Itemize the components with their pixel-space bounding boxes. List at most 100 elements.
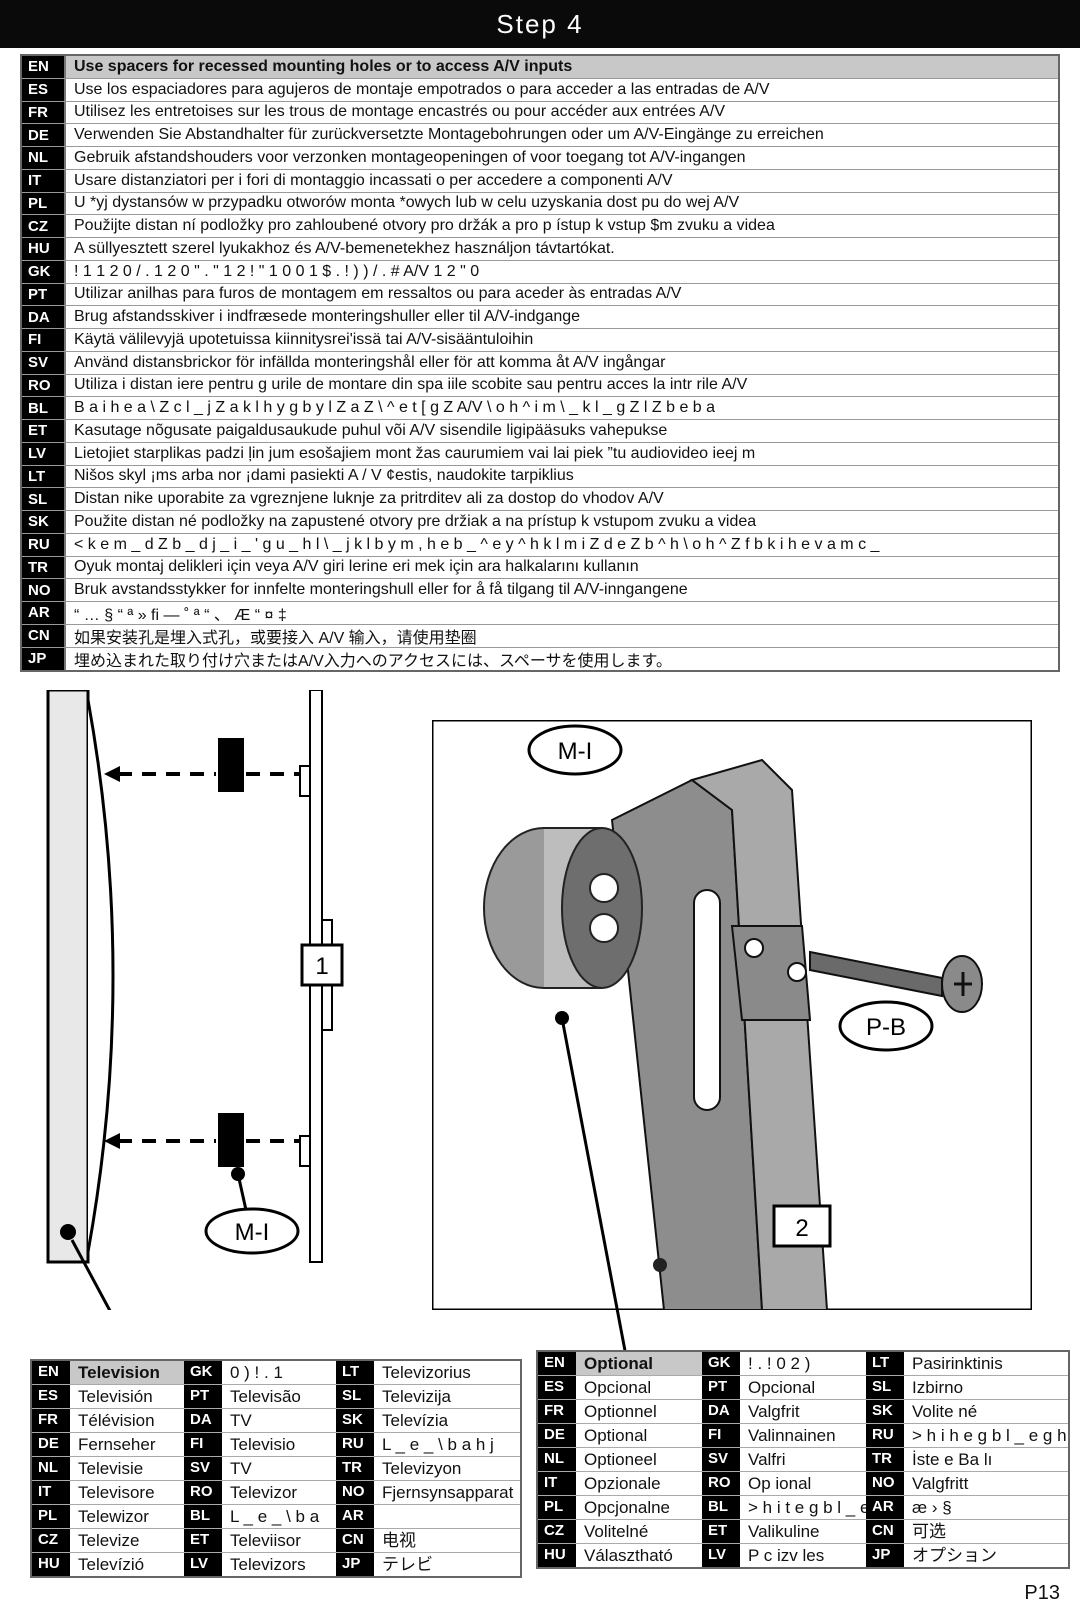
language-code: CZ bbox=[22, 215, 66, 237]
optional-term: Optioneel bbox=[584, 1450, 657, 1469]
television-term: Televízió bbox=[78, 1555, 145, 1574]
optional-term: Valgfrit bbox=[748, 1402, 800, 1421]
television-term: Television bbox=[70, 1361, 184, 1384]
instruction-text: Käytä välilevyjä upotetuissa kiinnitysre… bbox=[74, 330, 534, 348]
language-code: PL bbox=[22, 192, 66, 215]
language-code: BL bbox=[184, 1505, 222, 1528]
language-code: ES bbox=[22, 78, 66, 101]
language-code: RU bbox=[866, 1424, 904, 1447]
television-term: 电视 bbox=[382, 1531, 416, 1550]
optional-term: æ › § bbox=[912, 1498, 952, 1517]
language-code: DA bbox=[184, 1409, 222, 1432]
television-term: Fjernsynsapparat bbox=[382, 1483, 514, 1502]
side-view-diagram: 1 M-I bbox=[46, 690, 344, 1310]
language-code: IT bbox=[538, 1472, 576, 1495]
television-cell: BL L _ e _ \ b a bbox=[184, 1505, 336, 1528]
instruction-row: BL B a i h e a \ Z c l _ j Z a k l h y g… bbox=[22, 397, 1058, 420]
language-code: HU bbox=[32, 1553, 70, 1576]
optional-term: Opcional bbox=[584, 1378, 652, 1397]
bolt-shaft bbox=[809, 950, 943, 998]
language-code: FR bbox=[32, 1409, 70, 1432]
language-code: CZ bbox=[538, 1520, 576, 1543]
language-code: PL bbox=[538, 1496, 576, 1519]
language-code: RU bbox=[22, 533, 66, 556]
language-code: FR bbox=[22, 101, 66, 124]
bracket-side bbox=[689, 758, 829, 1310]
language-code: CN bbox=[336, 1529, 374, 1552]
instruction-row: ES Use los espaciadores para agujeros de … bbox=[22, 78, 1058, 102]
language-code: SL bbox=[866, 1376, 904, 1399]
optional-term: Optional bbox=[576, 1352, 702, 1375]
callout-m-i-right bbox=[527, 724, 623, 776]
instruction-text: ! 1 1 2 0 / . 1 2 0 " . " 1 2 ! " 1 0 0 … bbox=[74, 262, 480, 280]
television-term: Televizorius bbox=[382, 1363, 471, 1382]
optional-cell: AR æ › § bbox=[866, 1496, 1068, 1519]
language-code: HU bbox=[22, 238, 66, 260]
television-term: Televisore bbox=[78, 1483, 155, 1502]
television-term: Televize bbox=[78, 1531, 140, 1550]
language-code: SL bbox=[22, 488, 66, 510]
instruction-text: Nišos skyl ¡ms arba nor ¡dami pasiekti A… bbox=[74, 467, 574, 485]
instruction-text: Použijte distan ní podložky pro zahloube… bbox=[74, 217, 775, 235]
language-code: ES bbox=[32, 1385, 70, 1408]
bracket-slot bbox=[693, 889, 721, 1111]
television-cell: CN 电视 bbox=[336, 1529, 520, 1552]
television-term: Televizor bbox=[230, 1483, 298, 1502]
language-code: LV bbox=[184, 1553, 222, 1576]
instruction-text: Utilisez les entretoises sur les trous d… bbox=[74, 103, 726, 121]
language-code: LV bbox=[22, 442, 66, 465]
spacer-bottom bbox=[218, 1113, 244, 1167]
television-term bbox=[374, 1505, 520, 1528]
language-code: LT bbox=[336, 1361, 374, 1384]
label-2: 2 bbox=[795, 1215, 808, 1242]
instruction-text: Use los espaciadores para agujeros de mo… bbox=[74, 80, 770, 98]
television-cell: CZ Televize bbox=[32, 1529, 184, 1552]
language-code: JP bbox=[866, 1544, 904, 1567]
television-term: Televiisor bbox=[230, 1531, 301, 1550]
language-code: LT bbox=[22, 465, 66, 488]
language-code: GK bbox=[184, 1361, 222, 1384]
language-code: CZ bbox=[32, 1529, 70, 1552]
television-cell: AR bbox=[336, 1505, 520, 1528]
optional-cell: BL> h i t e g b l _ e bbox=[702, 1496, 866, 1519]
optional-term: > h i t e g b l _ e bbox=[748, 1498, 866, 1517]
optional-term: Választható bbox=[584, 1546, 673, 1565]
optional-term: Op ional bbox=[748, 1474, 812, 1493]
spacer-top bbox=[218, 738, 244, 792]
language-code: EN bbox=[538, 1352, 576, 1375]
label-m-i-left: M-I bbox=[235, 1219, 270, 1246]
television-term: テレビ bbox=[382, 1555, 433, 1574]
instruction-text: Använd distansbrickor för infällda monte… bbox=[74, 353, 666, 371]
language-code: TR bbox=[22, 556, 66, 579]
language-code: AR bbox=[866, 1496, 904, 1519]
television-term: L _ e _ \ b a bbox=[230, 1507, 320, 1526]
language-code: SV bbox=[184, 1457, 222, 1480]
optional-cell: GK ! . ! 0 2 ) bbox=[702, 1352, 866, 1375]
